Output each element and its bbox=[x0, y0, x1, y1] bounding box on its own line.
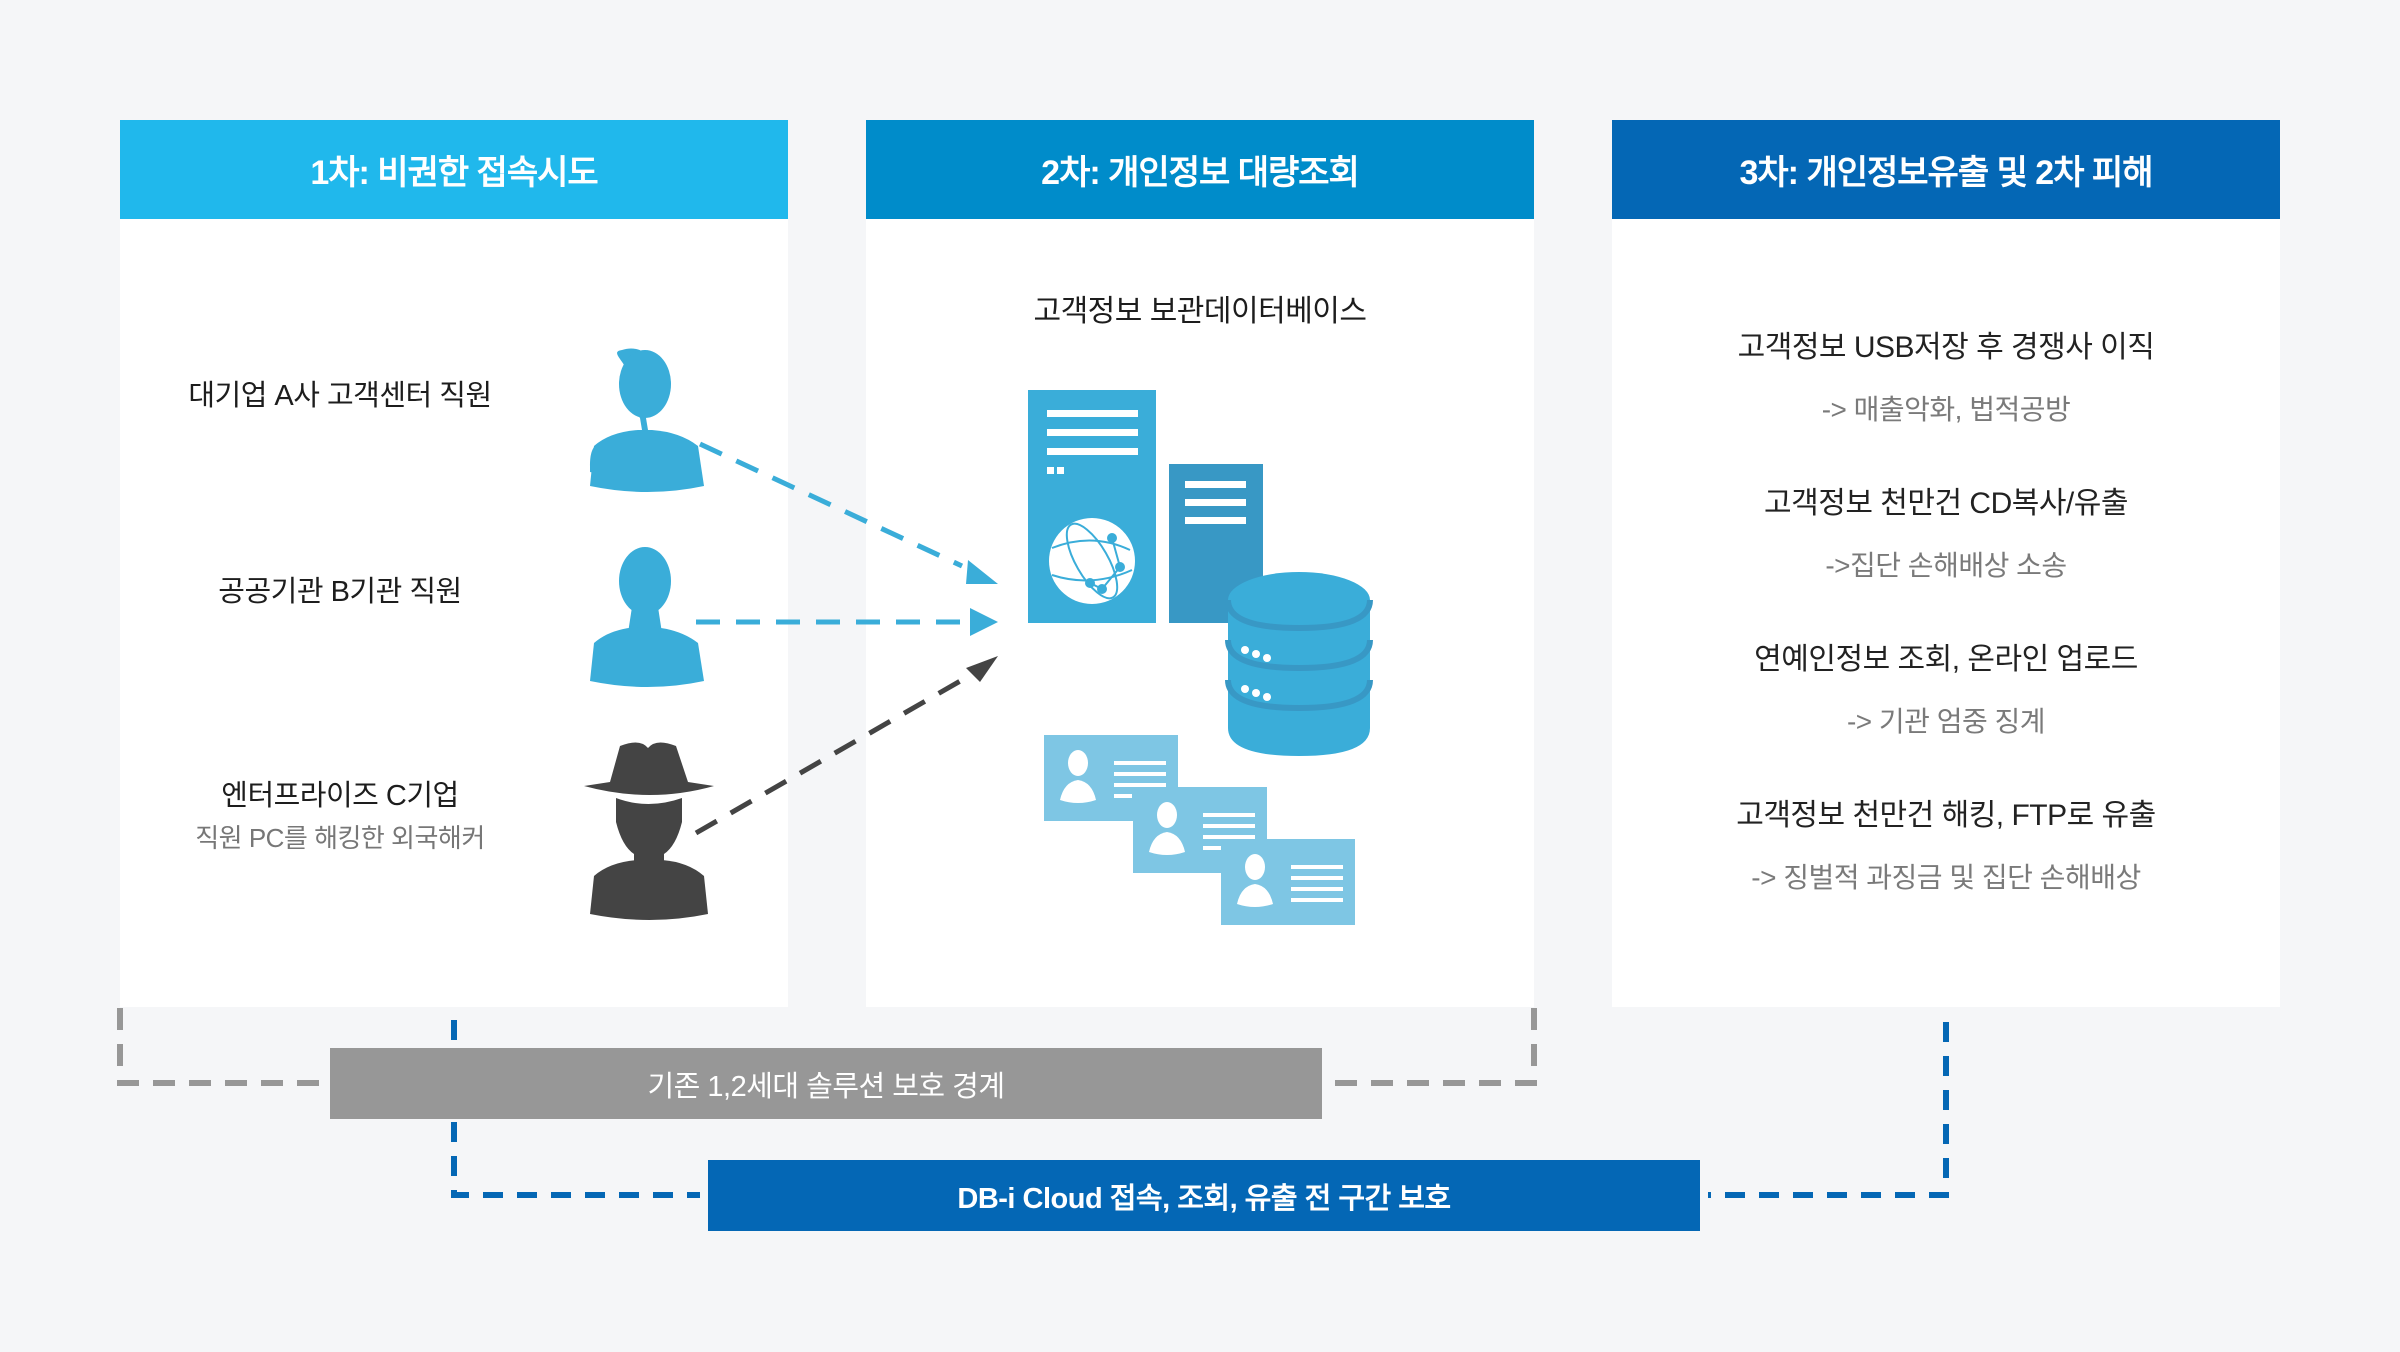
impact-event: 고객정보 USB저장 후 경쟁사 이직 bbox=[1737, 331, 2155, 364]
database-title: 고객정보 보관데이터베이스 bbox=[1033, 295, 1367, 328]
dbi-boundary-label: DB-i Cloud 접속, 조회, 유출 전 구간 보호 bbox=[957, 1182, 1451, 1215]
impact-item: 고객정보 천만건 CD복사/유출 ->집단 손해배상 소송 bbox=[1612, 476, 2280, 632]
stage-3-panel: 3차: 개인정보유출 및 2차 피해 고객정보 USB저장 후 경쟁사 이직 -… bbox=[1612, 120, 2280, 1007]
actor-c-label: 엔터프라이즈 C기업 bbox=[221, 780, 459, 812]
impact-event: 고객정보 천만건 CD복사/유출 bbox=[1764, 487, 2128, 520]
actor-c-sublabel: 직원 PC를 해킹한 외국해커 bbox=[195, 823, 485, 853]
impact-item: 연예인정보 조회, 온라인 업로드 -> 기관 엄중 징계 bbox=[1612, 632, 2280, 788]
impact-result: ->집단 손해배상 소송 bbox=[1825, 550, 2067, 581]
legacy-boundary-label: 기존 1,2세대 솔루션 보호 경계 bbox=[647, 1070, 1005, 1103]
stage-2-title: 2차: 개인정보 대량조회 bbox=[866, 120, 1534, 219]
actor-a-label: 대기업 A사 고객센터 직원 bbox=[188, 380, 492, 412]
impact-item: 고객정보 천만건 해킹, FTP로 유출 -> 징벌적 과징금 및 집단 손해배… bbox=[1612, 788, 2280, 944]
actor-b-label: 공공기관 B기관 직원 bbox=[218, 576, 462, 608]
dbi-cloud-protection-boundary: DB-i Cloud 접속, 조회, 유출 전 구간 보호 bbox=[708, 1160, 1700, 1231]
stage-1-panel: 1차: 비권한 접속시도 대기업 A사 고객센터 직원 공공기관 B기관 직원 … bbox=[120, 120, 788, 1007]
impact-result: -> 징벌적 과징금 및 집단 손해배상 bbox=[1751, 862, 2141, 893]
impact-result: -> 매출악화, 법적공방 bbox=[1821, 394, 2071, 425]
impact-event: 고객정보 천만건 해킹, FTP로 유출 bbox=[1736, 799, 2156, 832]
impact-event: 연예인정보 조회, 온라인 업로드 bbox=[1754, 643, 2138, 676]
stage-2-panel: 2차: 개인정보 대량조회 고객정보 보관데이터베이스 bbox=[866, 120, 1534, 1007]
impact-list: 고객정보 USB저장 후 경쟁사 이직 -> 매출악화, 법적공방 고객정보 천… bbox=[1612, 320, 2280, 944]
impact-item: 고객정보 USB저장 후 경쟁사 이직 -> 매출악화, 법적공방 bbox=[1612, 320, 2280, 476]
impact-result: -> 기관 엄중 징계 bbox=[1846, 706, 2046, 737]
stage-1-title: 1차: 비권한 접속시도 bbox=[120, 120, 788, 219]
stage-3-title: 3차: 개인정보유출 및 2차 피해 bbox=[1612, 120, 2280, 219]
legacy-protection-boundary: 기존 1,2세대 솔루션 보호 경계 bbox=[330, 1048, 1322, 1119]
